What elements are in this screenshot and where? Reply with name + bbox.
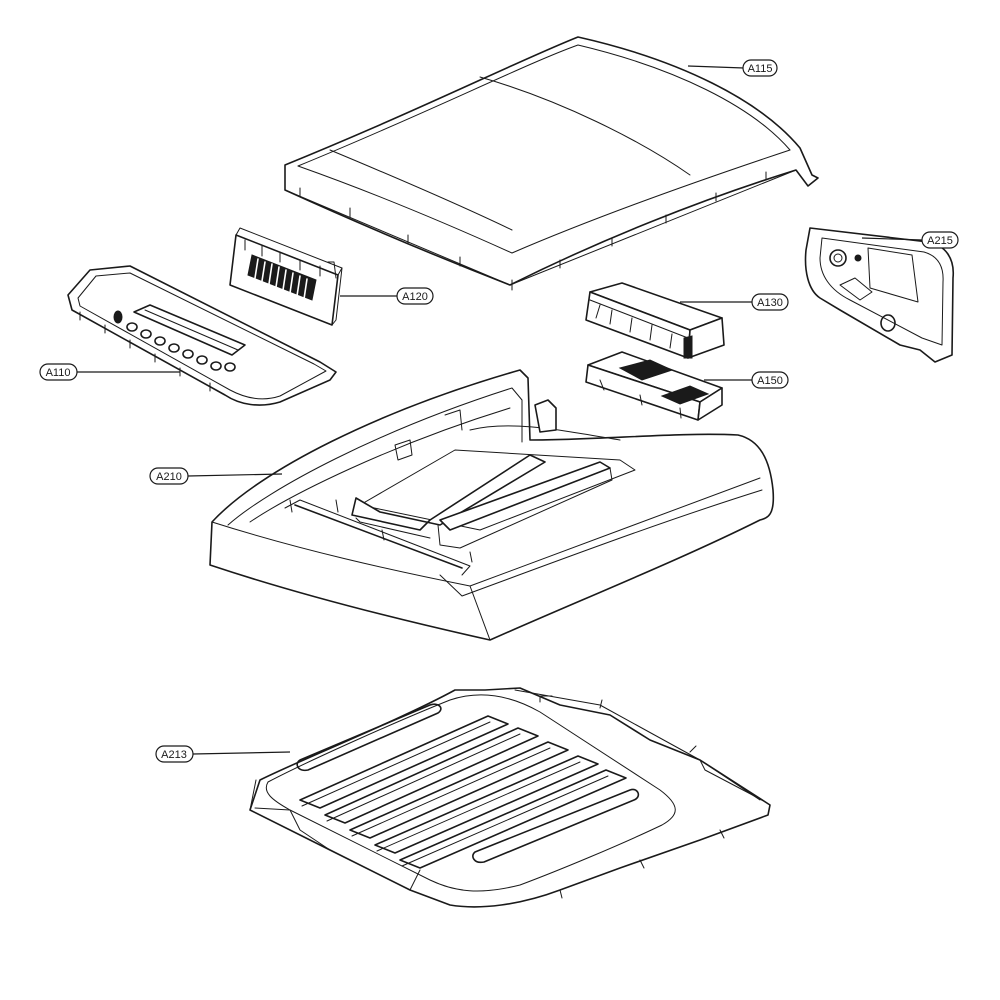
- callout-a115-label: A115: [748, 63, 773, 75]
- part-a215-side-bracket: [804, 227, 954, 363]
- callout-a215: A215: [921, 231, 959, 249]
- callout-a150-label: A150: [757, 375, 783, 387]
- part-a213-base-tray: [249, 687, 771, 908]
- leader-a210: [187, 473, 283, 477]
- callout-a213: A213: [155, 745, 194, 763]
- part-a130-electronic-module: [585, 282, 725, 359]
- part-a120-control-board: [229, 227, 343, 326]
- callout-a210-label: A210: [156, 471, 182, 483]
- callout-a110: A110: [39, 363, 78, 381]
- leader-a215: [861, 237, 923, 241]
- part-a115-top-cover: [284, 36, 819, 291]
- part-a110-control-panel: [67, 265, 337, 406]
- callout-a130-label: A130: [757, 297, 783, 309]
- callout-a213-label: A213: [161, 749, 187, 761]
- panel-buttons: [113, 310, 236, 372]
- callout-a120: A120: [396, 287, 434, 305]
- callout-a115: A115: [742, 59, 778, 77]
- callout-a215-label: A215: [927, 235, 953, 247]
- callout-a110-label: A110: [46, 367, 71, 379]
- callout-a130: A130: [751, 293, 789, 311]
- callout-a150: A150: [751, 371, 789, 389]
- leader-a115: [687, 65, 745, 69]
- callout-a120-label: A120: [402, 291, 428, 303]
- part-a150-small-module: [585, 351, 723, 421]
- callout-a210: A210: [149, 467, 189, 485]
- leader-lines: [77, 65, 923, 755]
- part-a210-console-housing: [209, 369, 775, 641]
- leader-a213: [192, 751, 291, 755]
- tray-ribs: [299, 715, 627, 869]
